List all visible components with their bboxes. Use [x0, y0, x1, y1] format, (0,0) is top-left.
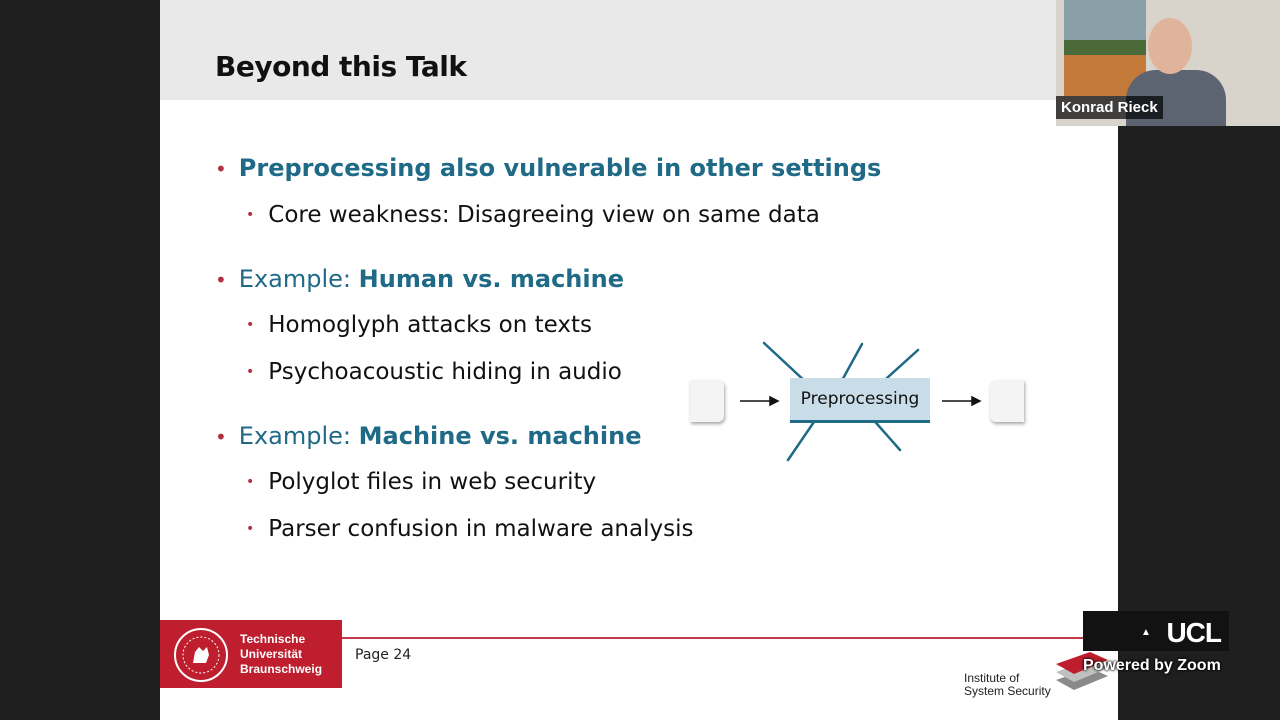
powered-by-zoom: Powered by Zoom: [1083, 657, 1221, 674]
presentation-slide: Beyond this Talk • Preprocessing also vul…: [160, 0, 1118, 720]
sub-bullet-dot: •: [246, 207, 255, 223]
sub-bullet-psychoacoustic: • Psychoacoustic hiding in audio: [246, 359, 622, 385]
bullet-dot: •: [215, 157, 227, 181]
ucl-mark-icon: ▲: [1141, 627, 1151, 638]
bullet-dot: •: [215, 425, 227, 449]
bullet-machine-vs-machine: • Example: Machine vs. machine: [215, 422, 641, 450]
sub-bullet-text: Parser confusion in malware analysis: [268, 516, 694, 542]
preprocessing-box: Preprocessing: [790, 378, 930, 423]
tu-name: Technische Universität Braunschweig: [240, 632, 322, 677]
institute-name: Institute of System Security: [964, 672, 1051, 698]
bullet-dot: •: [215, 268, 227, 292]
institute-logo-icon: [1056, 652, 1108, 690]
bullet-human-vs-machine: • Example: Human vs. machine: [215, 265, 624, 293]
tu-line-3: Braunschweig: [240, 662, 323, 676]
sub-bullet-dot: •: [246, 474, 255, 490]
slide-title: Beyond this Talk: [215, 50, 467, 83]
sub-bullet-text: Homoglyph attacks on texts: [268, 312, 593, 338]
sub-bullet-text: Polyglot files in web security: [268, 469, 597, 495]
input-data-shape: [690, 380, 724, 422]
sub-bullet-dot: •: [246, 317, 255, 333]
tu-line-1: Technische: [240, 632, 306, 646]
institute-line-2: System Security: [964, 684, 1051, 698]
institute-line-1: Institute of: [964, 671, 1020, 685]
bullet-prefix: Example:: [238, 422, 359, 450]
bullet-text: Preprocessing also vulnerable in other s…: [238, 154, 882, 182]
slide-header-band: [160, 0, 1118, 100]
sub-bullet-polyglot: • Polyglot files in web security: [246, 469, 596, 495]
footer-divider: [160, 637, 1118, 639]
bullet-bold: Machine vs. machine: [358, 422, 642, 450]
tu-braunschweig-logo: Technische Universität Braunschweig: [160, 620, 342, 688]
output-data-shape: [990, 380, 1024, 422]
sub-bullet-text: Psychoacoustic hiding in audio: [268, 359, 622, 385]
bullet-bold: Human vs. machine: [358, 265, 624, 293]
participant-face: [1148, 18, 1192, 74]
sub-bullet-dot: •: [246, 364, 255, 380]
participant-video-tile[interactable]: Konrad Rieck: [1056, 0, 1280, 126]
sub-bullet-text: Core weakness: Disagreeing view on same …: [268, 202, 820, 228]
seal-graphic: [182, 636, 220, 674]
ucl-logo-text: UCL: [1166, 617, 1222, 648]
page-number: Page 24: [355, 647, 412, 663]
sub-bullet-homoglyph: • Homoglyph attacks on texts: [246, 312, 592, 338]
sub-bullet-dot: •: [246, 521, 255, 537]
preprocessing-diagram: Preprocessing: [690, 330, 1070, 480]
bullet-preprocessing: • Preprocessing also vulnerable in other …: [215, 154, 881, 182]
tu-line-2: Universität: [240, 647, 303, 661]
lion-seal-icon: [174, 628, 228, 682]
participant-name-label: Konrad Rieck: [1056, 96, 1163, 119]
sub-bullet-core-weakness: • Core weakness: Disagreeing view on same…: [246, 202, 820, 228]
org-badge: ▲ UCL: [1083, 611, 1229, 651]
sub-bullet-parser-confusion: • Parser confusion in malware analysis: [246, 516, 693, 542]
painting-sky: [1064, 0, 1146, 40]
bullet-prefix: Example:: [238, 265, 359, 293]
